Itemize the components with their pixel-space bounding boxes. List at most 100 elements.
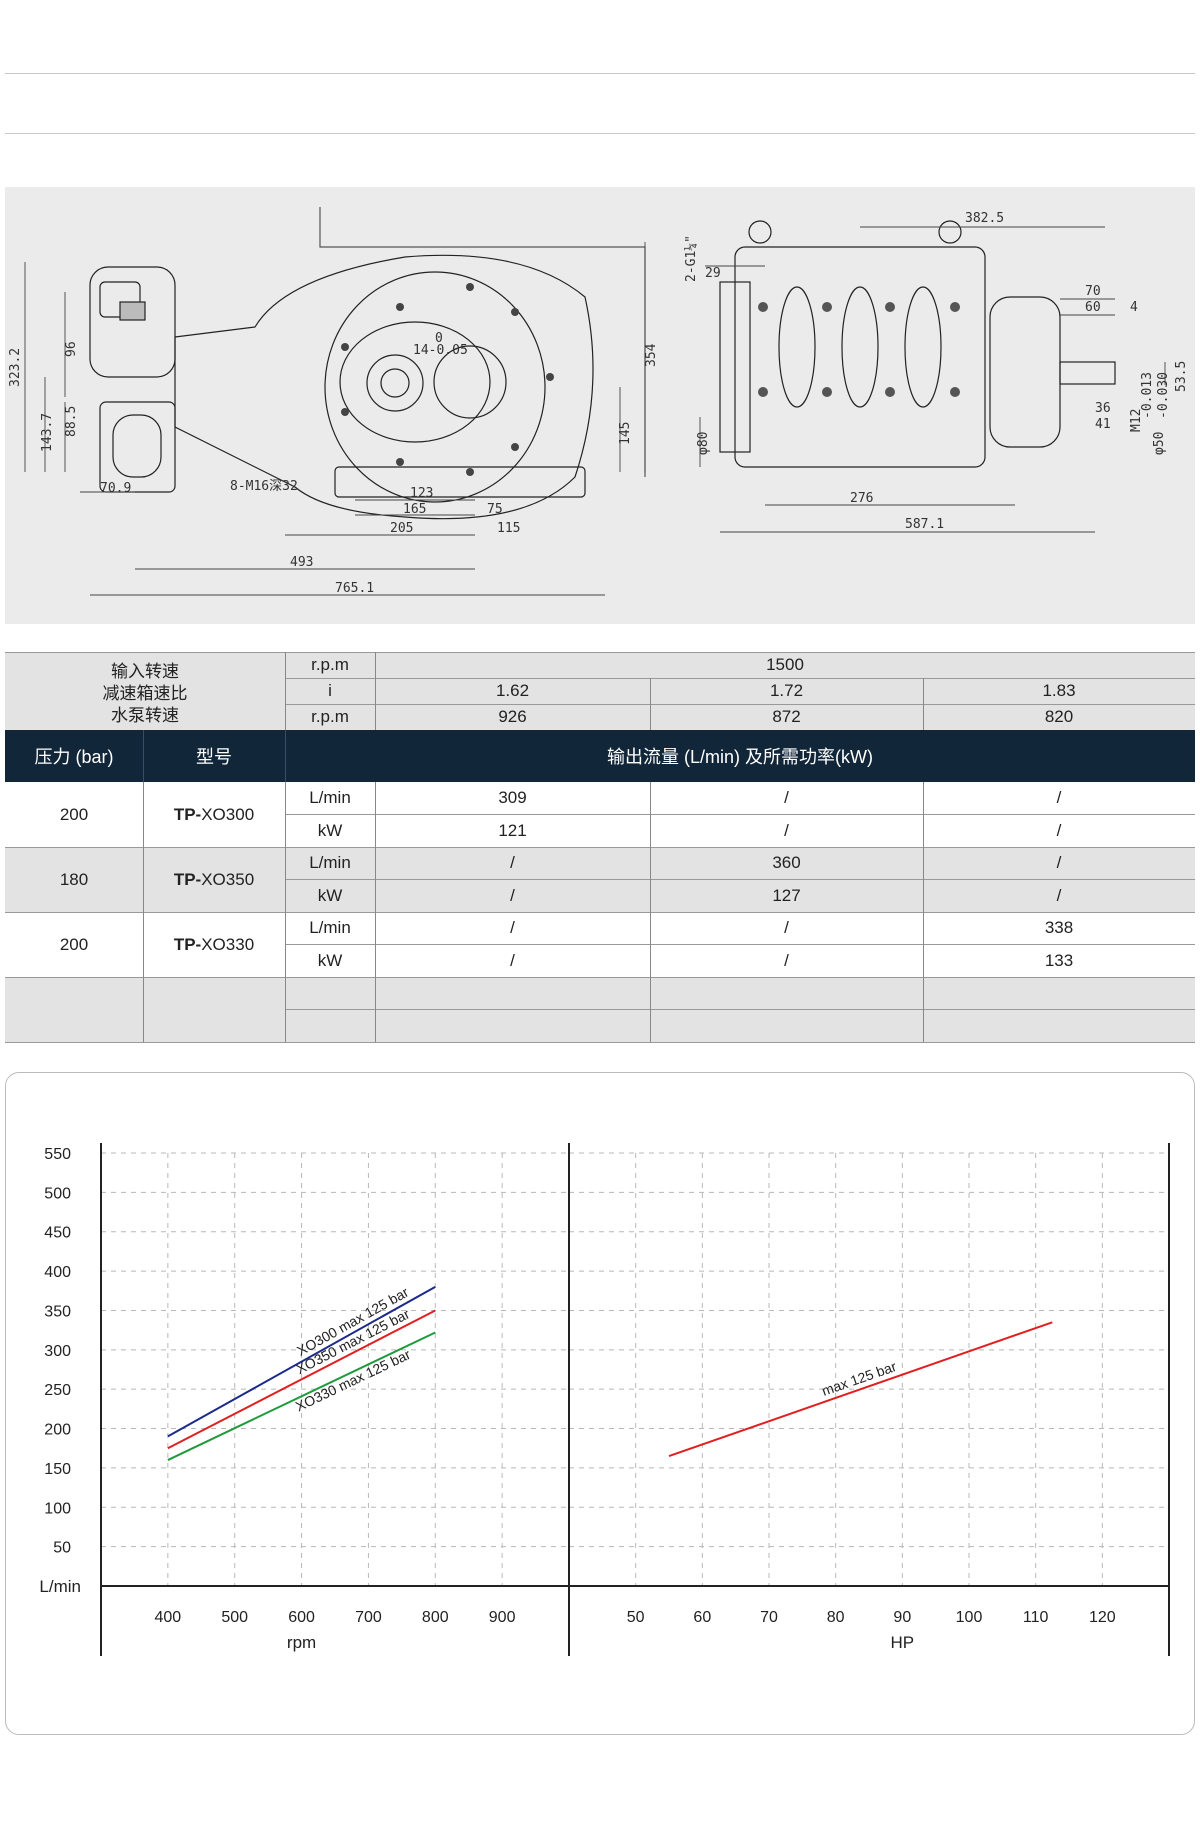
pump-rpm-3: 820 — [1044, 707, 1074, 726]
dim-276: 276 — [850, 491, 873, 506]
label-input-speed: 输入转速 — [111, 661, 179, 681]
dim-36: 36 — [1095, 401, 1111, 416]
y-tick-label: 350 — [44, 1303, 71, 1320]
row3-lmin-3: 338 — [1044, 918, 1074, 937]
x-tick-label: 110 — [1023, 1609, 1049, 1626]
pump-rpm-2: 872 — [772, 707, 801, 726]
y-tick-label: 100 — [44, 1500, 71, 1517]
dim-tol-lower: -0.030 — [1156, 372, 1171, 419]
row2-kw-3: / — [1056, 885, 1062, 905]
y-tick-label: 550 — [44, 1146, 71, 1163]
row2-unit-lmin: L/min — [309, 853, 351, 872]
y-tick-label: 300 — [44, 1343, 71, 1360]
row3-unit-lmin: L/min — [309, 918, 351, 937]
row2-kw-1: / — [510, 885, 515, 905]
dim-75: 75 — [487, 502, 503, 517]
x-tick-label: 100 — [956, 1609, 983, 1626]
row2-model: TP-XO350 — [173, 869, 255, 889]
header-model: 型号 — [196, 747, 232, 767]
y-tick-label: 450 — [44, 1225, 71, 1242]
x-tick-label: 80 — [827, 1609, 845, 1626]
y-tick-label: 50 — [53, 1540, 71, 1557]
x-tick-label: 700 — [355, 1609, 382, 1626]
unit-rpm-pump: r.p.m — [311, 707, 349, 726]
dim-765-1: 765.1 — [335, 581, 374, 596]
x-tick-label: 500 — [221, 1609, 248, 1626]
dim-phi50: φ50 — [1152, 432, 1167, 455]
input-rpm-value: 1500 — [766, 655, 804, 674]
y-tick-label: 250 — [44, 1382, 71, 1399]
technical-drawing: 323.2 96 88.5 143.7 70.9 8-M16深32 123 16… — [5, 187, 1195, 624]
unit-rpm-input: r.p.m — [311, 655, 349, 674]
dim-phi80: φ80 — [696, 432, 711, 455]
pump-rpm-1: 926 — [498, 707, 527, 726]
top-divider-2 — [5, 133, 1195, 134]
row3-lmin-2: / — [784, 918, 789, 937]
top-divider-1 — [5, 73, 1195, 74]
row3-unit-kw: kW — [317, 950, 343, 970]
row1-lmin-3: / — [1056, 788, 1062, 807]
series-line — [167, 1285, 436, 1438]
series-line — [167, 1309, 436, 1450]
dim-70: 70 — [1085, 284, 1101, 299]
series-label: max 125 bar — [820, 1358, 899, 1399]
row3-kw-3: 133 — [1044, 950, 1074, 970]
dim-m12: M12 — [1129, 409, 1144, 432]
y-tick-label: 150 — [44, 1461, 71, 1478]
y-tick-label: 500 — [44, 1185, 71, 1202]
dim-115: 115 — [497, 521, 520, 536]
y-axis-title: L/min — [39, 1577, 81, 1596]
dim-53-5: 53.5 — [1174, 361, 1189, 392]
x-axis-title: rpm — [287, 1633, 316, 1652]
row1-model: TP-XO300 — [173, 804, 255, 824]
x-tick-label: 90 — [893, 1609, 911, 1626]
dim-165: 165 — [403, 502, 426, 517]
dim-29: 29 — [705, 266, 721, 281]
x-axis-title: HP — [891, 1633, 915, 1652]
label-pump-speed: 水泵转速 — [111, 705, 179, 725]
dim-60: 60 — [1085, 300, 1101, 315]
row2-lmin-2: 360 — [772, 853, 801, 872]
dim-41: 41 — [1095, 417, 1111, 432]
row2-lmin-1: / — [510, 853, 515, 872]
row3-kw-1: / — [510, 950, 515, 970]
dim-493: 493 — [290, 555, 313, 570]
row1-unit-kw: kW — [317, 820, 343, 840]
header-pressure: 压力 (bar) — [34, 747, 114, 767]
row1-pressure: 200 — [59, 804, 89, 824]
pump-head-outline — [89, 266, 176, 378]
x-tick-label: 120 — [1089, 1609, 1116, 1626]
row3-lmin-1: / — [510, 918, 515, 937]
y-tick-label: 400 — [44, 1264, 71, 1281]
ratio-1: 1.62 — [495, 681, 530, 700]
dim-8-m16: 8-M16深32 — [230, 479, 298, 494]
dim-205: 205 — [390, 521, 413, 536]
row1-kw-3: / — [1056, 820, 1062, 840]
dim-354: 354 — [644, 343, 659, 367]
row1-unit-lmin: L/min — [309, 788, 351, 807]
dim-143-7: 143.7 — [40, 413, 55, 452]
row3-kw-2: / — [784, 950, 789, 970]
x-tick-label: 70 — [760, 1609, 778, 1626]
ratio-3: 1.83 — [1042, 681, 1076, 700]
series-line — [668, 1321, 1053, 1458]
dim-14: 14-0.05 — [413, 343, 468, 358]
y-tick-label: 200 — [44, 1422, 71, 1439]
row1-kw-2: / — [784, 820, 789, 840]
pump-front-outline — [734, 246, 986, 468]
row2-kw-2: 127 — [772, 885, 801, 905]
x-tick-label: 60 — [693, 1609, 711, 1626]
dim-0: 0 — [435, 331, 443, 346]
dim-tol-upper: -0.013 — [1140, 372, 1155, 419]
x-tick-label: 400 — [155, 1609, 182, 1626]
unit-i: i — [328, 681, 332, 700]
row1-lmin-1: 309 — [498, 788, 527, 807]
inlet-flange — [99, 401, 176, 493]
row3-model: TP-XO330 — [173, 934, 255, 954]
label-gear-ratio: 减速箱速比 — [102, 683, 188, 703]
dim-587-1: 587.1 — [905, 517, 944, 532]
x-tick-label: 900 — [489, 1609, 516, 1626]
dim-4: 4 — [1130, 300, 1138, 315]
x-tick-label: 50 — [627, 1609, 645, 1626]
